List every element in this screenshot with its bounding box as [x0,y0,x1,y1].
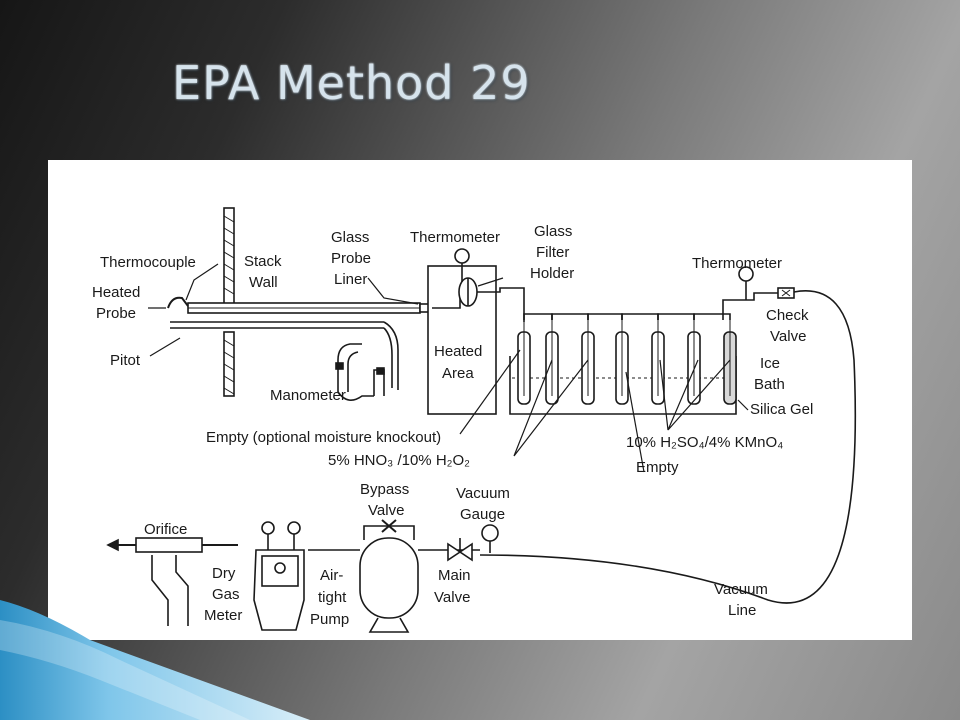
label-h2so4-kmno4: 10% H₂SO₄/4% KMnO₄ [626,434,783,451]
thermometer-1-icon [454,248,470,282]
decorative-swoosh [0,600,310,720]
label-thermometer-1: Thermometer [410,229,500,246]
pitot-tube [170,321,399,390]
bypass-valve-icon [363,519,415,540]
label-glass-probe-liner-3: Liner [334,271,367,288]
label-stack-wall-2: Wall [249,274,278,291]
label-dry-gas-meter-2: Gas [212,586,240,603]
label-heated-area-1: Heated [434,343,482,360]
sampling-train-diagram: Thermocouple Heated Probe Pitot Stack Wa… [48,160,912,640]
vacuum-line [479,290,857,604]
label-ice-bath-1: Ice [760,355,780,372]
label-airtight-pump-3: Pump [310,611,349,628]
label-silica-gel: Silica Gel [750,401,813,418]
label-thermometer-2: Thermometer [692,255,782,272]
label-glass-filter-holder-2: Filter [536,244,569,261]
impinger-2 [545,313,589,405]
label-airtight-pump-1: Air- [320,567,343,584]
main-valve-icon [447,538,473,562]
label-vacuum-line-2: Line [728,602,756,619]
label-hno3-h2o2: 5% HNO₃ /10% H₂O₂ [328,452,470,469]
vacuum-gauge-icon [481,524,499,553]
label-heated-area-2: Area [442,365,474,382]
label-check-valve-1: Check [766,307,809,324]
impinger-3 [581,313,623,405]
label-heated-probe-1: Heated [92,284,140,301]
label-glass-filter-holder-3: Holder [530,265,574,282]
label-main-valve-1: Main [438,567,471,584]
label-orifice: Orifice [144,521,187,538]
label-pitot: Pitot [110,352,141,369]
label-vacuum-gauge-2: Gauge [460,506,505,523]
manometer-device [335,343,385,401]
label-vacuum-gauge-1: Vacuum [456,485,510,502]
impinger-train [517,313,737,405]
label-empty-knockout: Empty (optional moisture knockout) [206,429,441,446]
stack-wall [223,207,235,397]
impinger-7 [723,318,737,405]
impinger-4 [615,313,659,405]
glass-filter-holder [432,277,525,322]
label-dry-gas-meter-3: Meter [204,607,242,624]
slide-title: EPA Method 29 [172,56,531,110]
leader-lines [148,263,749,473]
label-glass-probe-liner-1: Glass [331,229,369,246]
label-thermocouple: Thermocouple [100,254,196,271]
check-valve-icon [722,287,795,320]
label-airtight-pump-2: tight [318,589,347,606]
label-vacuum-line-1: Vacuum [714,581,768,598]
heated-probe [167,296,433,314]
orifice-assembly [106,537,238,626]
label-manometer: Manometer [270,387,346,404]
dry-gas-meter [253,521,305,631]
label-check-valve-2: Valve [770,328,806,345]
label-bypass-valve-2: Valve [368,502,404,519]
label-ice-bath-2: Bath [754,376,785,393]
label-stack-wall-1: Stack [244,253,282,270]
label-glass-filter-holder-1: Glass [534,223,572,240]
label-dry-gas-meter-1: Dry [212,565,236,582]
thermometer-2-icon [738,266,754,300]
label-bypass-valve-1: Bypass [360,481,409,498]
label-heated-probe-2: Probe [96,305,136,322]
label-main-valve-2: Valve [434,589,470,606]
label-empty: Empty [636,459,679,476]
label-glass-probe-liner-2: Probe [331,250,371,267]
